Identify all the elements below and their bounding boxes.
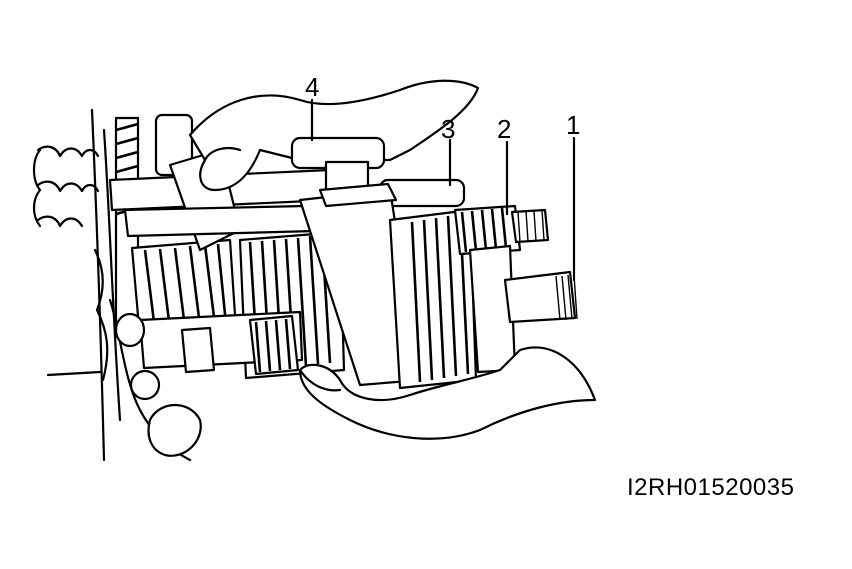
hand-upper — [188, 79, 480, 192]
callout-2: 2 — [497, 114, 512, 144]
callout-leaders — [310, 98, 576, 282]
callout-1: 1 — [566, 110, 581, 140]
callout-4: 4 — [305, 72, 320, 102]
hand-lower — [298, 346, 597, 440]
counter-shaft — [114, 310, 304, 457]
output-shaft — [453, 204, 578, 374]
figure-id: I2RH01520035 — [627, 474, 795, 501]
callout-3: 3 — [441, 114, 456, 144]
